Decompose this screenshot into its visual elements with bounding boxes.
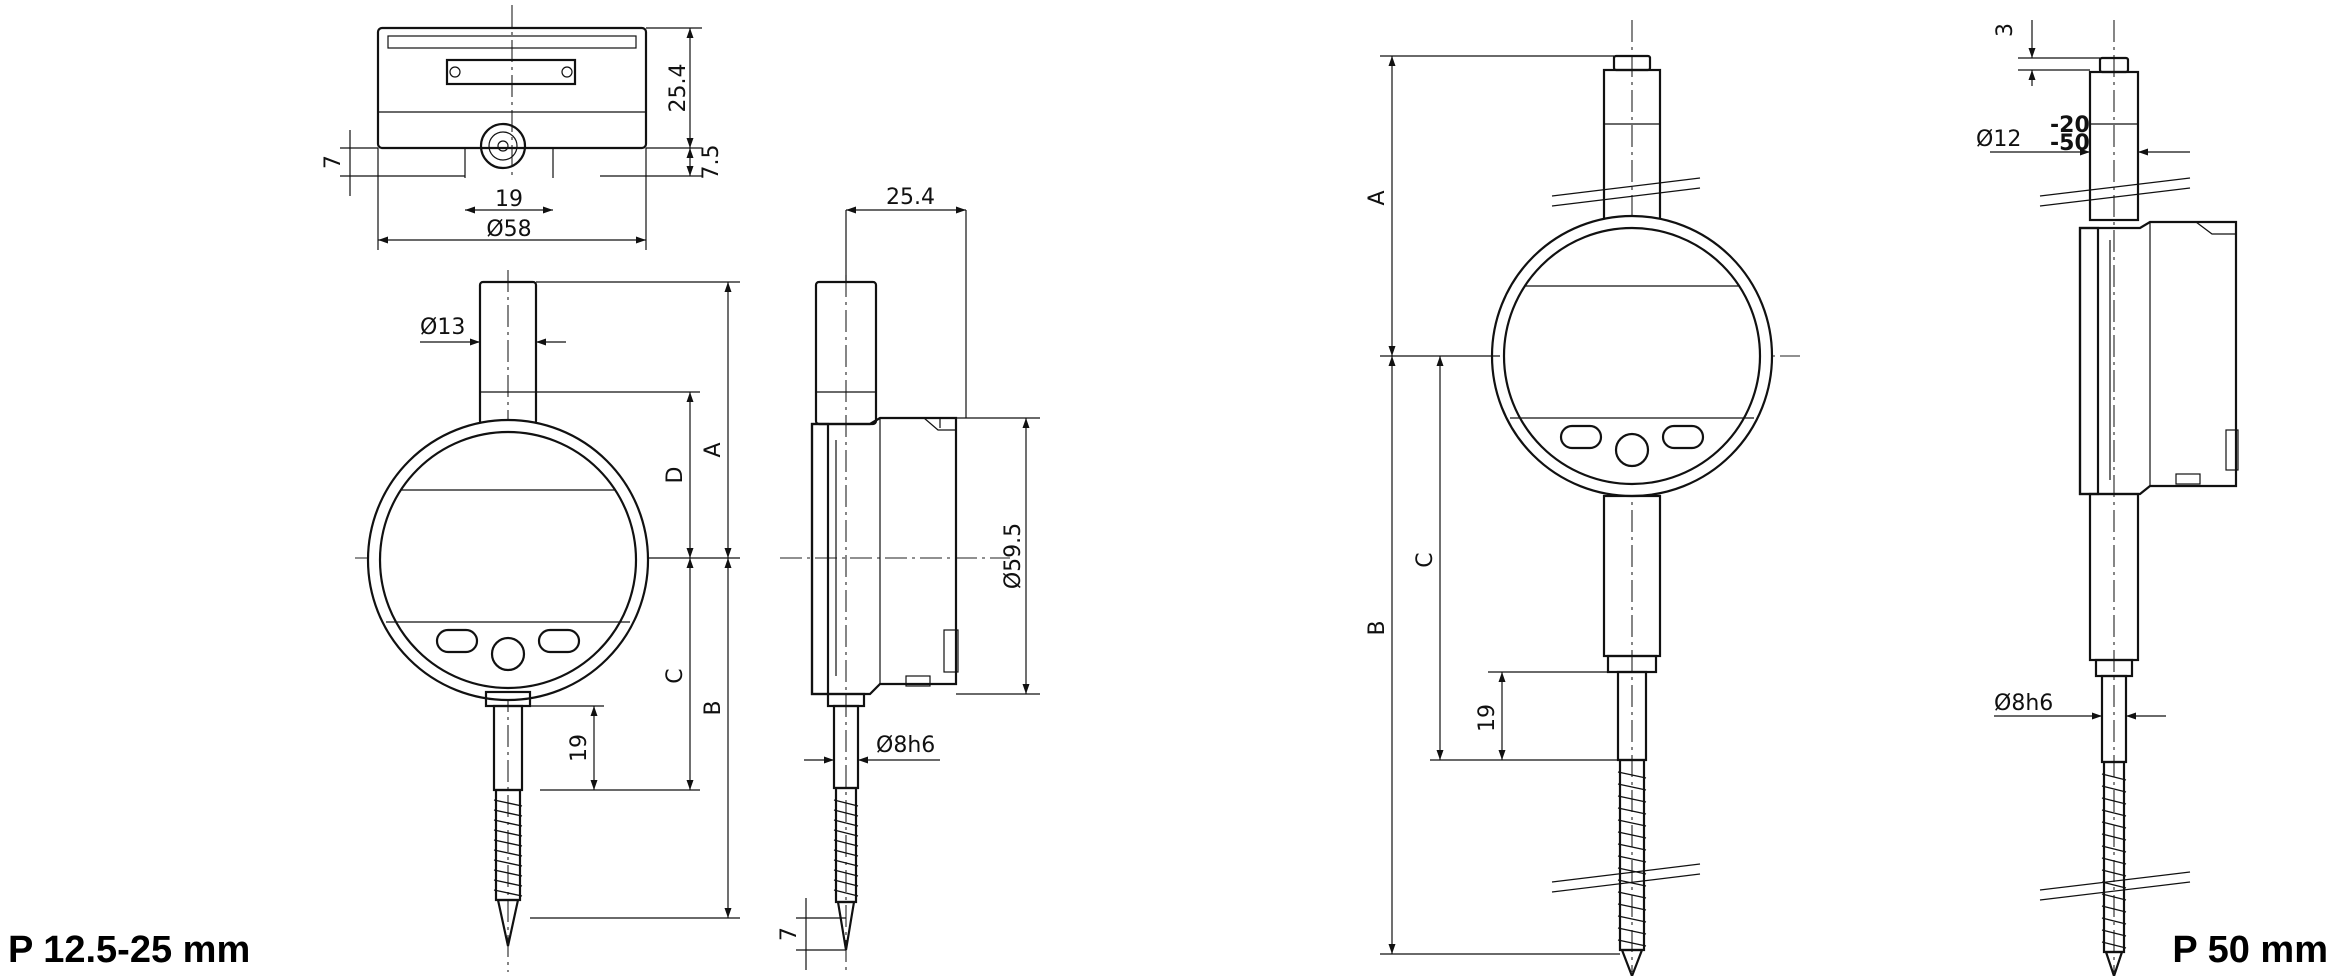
side-small-bezel-dim: Ø59.5 [1001, 523, 1026, 589]
front-small-label-a: A [701, 442, 726, 457]
top-diameter-dim: Ø58 [486, 217, 531, 242]
side-view-small [780, 206, 1040, 972]
side-large-stem-diameter-dim: Ø12 [1976, 127, 2021, 152]
front-small-spindle-dim: 19 [567, 734, 592, 762]
title-left: P 12.5-25 mm [8, 929, 250, 971]
side-large-spindle-diameter-dim: Ø8h6 [1994, 691, 2053, 716]
side-small-tip-dim: 7 [777, 927, 802, 941]
side-view-large [1990, 20, 2239, 976]
front-large-label-c: C [1413, 552, 1438, 567]
top-offset-dim: 7.5 [699, 145, 724, 180]
front-view-large [1380, 20, 1800, 976]
stem-diameter-dim: Ø13 [420, 315, 465, 340]
front-large-label-b: B [1365, 620, 1390, 635]
side-large-top-offset-dim: 3 [1993, 23, 2018, 37]
front-small-label-b: B [701, 700, 726, 715]
side-large-tol-upper: -20 [2050, 113, 2090, 138]
top-width-19-dim: 19 [495, 187, 523, 212]
top-height-dim: 25.4 [666, 64, 691, 113]
front-view-small [355, 270, 740, 972]
front-small-label-c: C [663, 668, 688, 683]
front-large-spindle-dim: 19 [1475, 704, 1500, 732]
side-large-tol-lower: -50 [2050, 131, 2090, 156]
top-view [340, 5, 702, 250]
side-small-depth-dim: 25.4 [886, 185, 935, 210]
front-large-label-a: A [1365, 190, 1390, 205]
side-small-spindle-diameter-dim: Ø8h6 [876, 733, 935, 758]
title-right: P 50 mm [2172, 929, 2328, 971]
front-small-label-d: D [663, 467, 688, 484]
top-offset-left-dim: 7 [321, 155, 346, 169]
